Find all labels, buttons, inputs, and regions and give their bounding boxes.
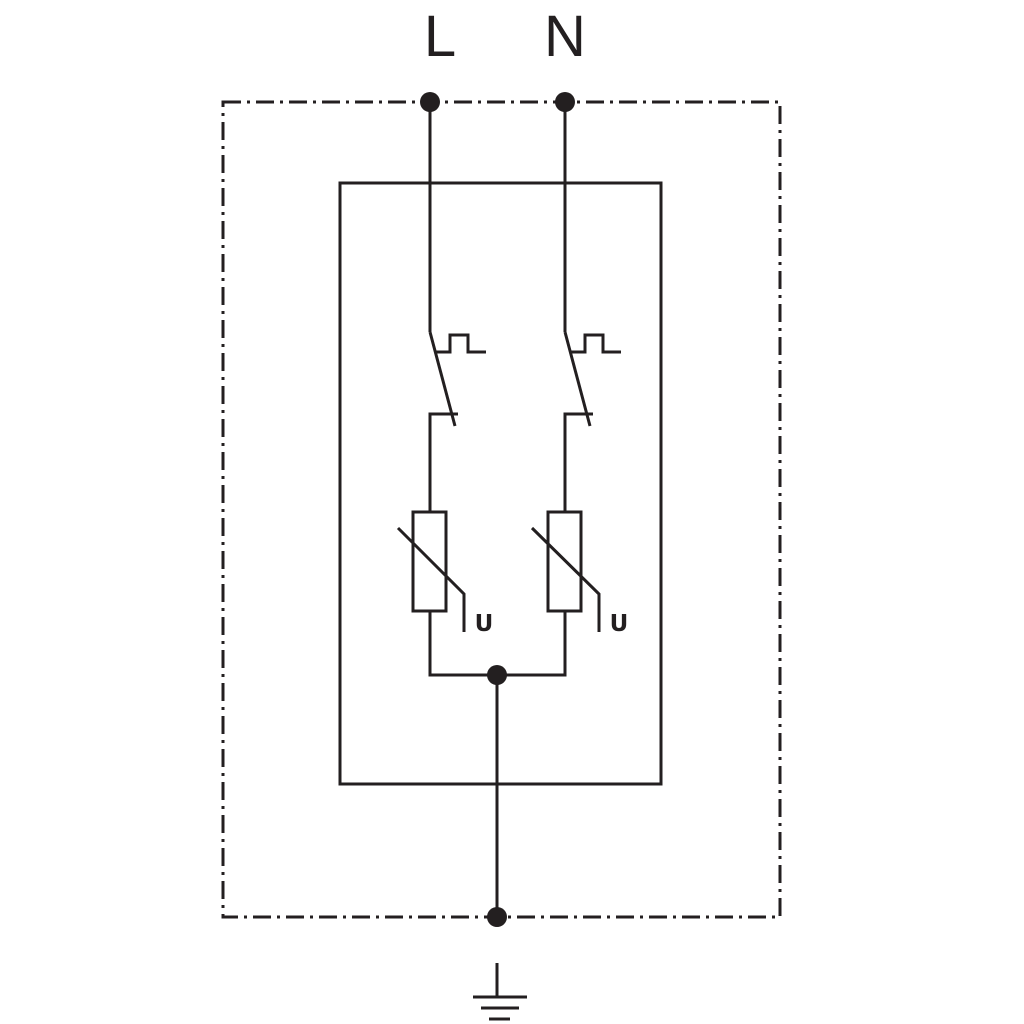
branch-line: U [396, 102, 497, 677]
thermal-trip-symbol [436, 333, 486, 354]
inner-module-housing [338, 181, 663, 786]
disconnect-switch-blade [563, 331, 592, 427]
thermal-trip-symbol [571, 333, 621, 354]
ground-icon [473, 963, 527, 1021]
switch-fixed-contact [428, 412, 458, 512]
outer-enclosure-boundary [221, 100, 782, 919]
terminal-node-earth [487, 907, 507, 927]
varistor-voltage-label: U [610, 611, 629, 637]
disconnect-switch-blade [428, 331, 457, 427]
terminal-label-neutral: N [544, 4, 586, 69]
terminal-label-line: L [424, 4, 456, 69]
wire-neutral-lower [497, 611, 567, 677]
varistor-nonlinear-line [396, 526, 466, 632]
varistor-nonlinear-line [530, 526, 601, 632]
wire-line-lower [428, 611, 497, 677]
switch-fixed-contact [563, 412, 593, 512]
varistor-voltage-label: U [475, 611, 494, 637]
branch-neutral: U [497, 102, 629, 677]
